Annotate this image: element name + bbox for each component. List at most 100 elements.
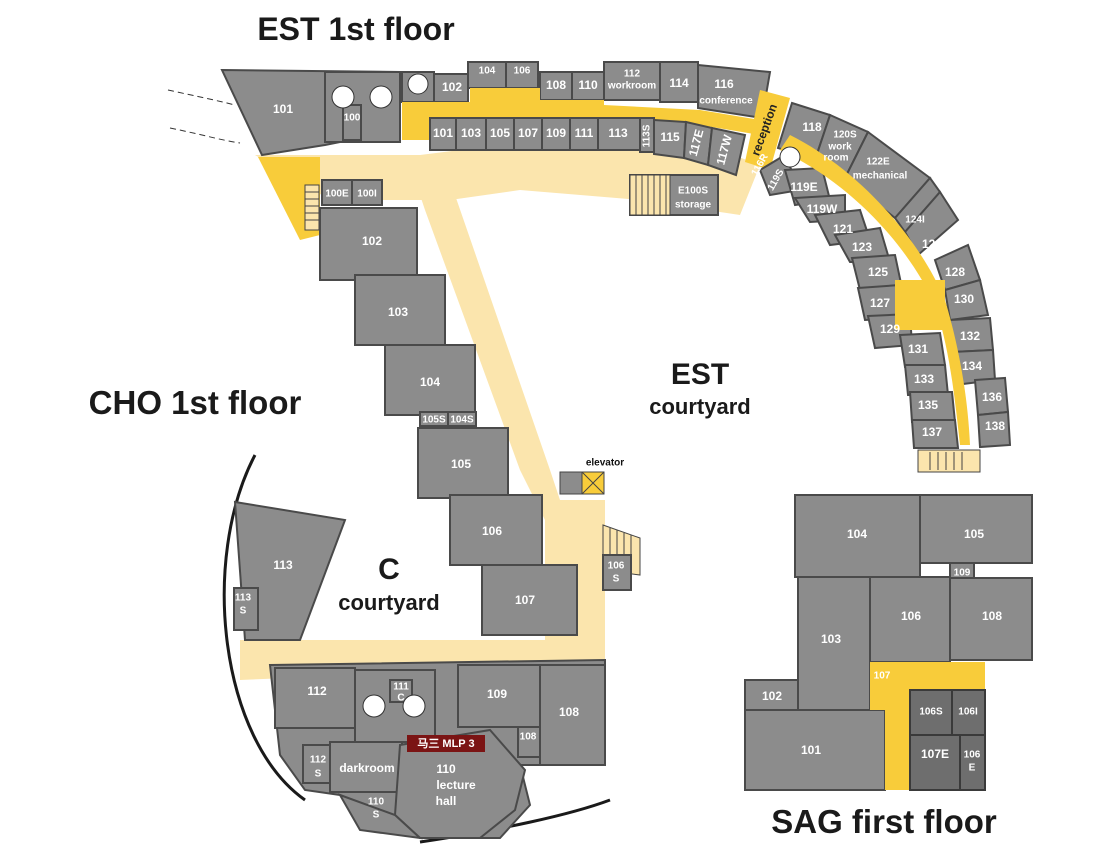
label: 134 (962, 359, 982, 373)
restroom-family-icon (407, 73, 429, 95)
label: 112 (307, 684, 327, 698)
sag-room-107e[interactable] (909, 734, 961, 791)
label: 101 (433, 126, 453, 140)
label: 102 (762, 689, 782, 703)
est-room-108[interactable] (539, 71, 573, 101)
label: work (827, 142, 852, 153)
cho-room-109[interactable] (457, 664, 541, 728)
cho-room-107[interactable] (481, 564, 578, 636)
cho-room-108[interactable] (539, 664, 606, 766)
sag-room-105[interactable] (919, 494, 1033, 564)
c-courtyard-label-1: C (378, 553, 400, 586)
cho-restroom-men-icon (362, 694, 386, 718)
sag-room-108[interactable] (949, 577, 1033, 661)
label: 105 (964, 527, 984, 541)
label: 109 (487, 687, 507, 701)
est-room-109[interactable] (541, 117, 571, 151)
label: 108 (982, 609, 1002, 623)
cho-room-112s[interactable] (302, 744, 334, 784)
label: 113 (235, 593, 252, 604)
label: C (397, 693, 404, 704)
label: 130 (954, 292, 974, 306)
cho-room-113s[interactable] (233, 587, 259, 631)
est-room-106[interactable] (505, 61, 539, 89)
est-reception-area[interactable] (745, 90, 790, 170)
path-line-1 (167, 89, 236, 106)
label: 106I (958, 707, 978, 718)
label: 110 (436, 762, 456, 776)
label: 108 (559, 705, 579, 719)
cho-room-111c[interactable] (389, 679, 413, 703)
label: lecture (436, 778, 476, 792)
label: 113 (273, 558, 293, 572)
label: 121 (833, 222, 853, 236)
label: 111 (575, 126, 594, 140)
label: 116 (714, 77, 734, 91)
est-room-117w[interactable] (706, 126, 747, 177)
label: 107 (518, 126, 538, 140)
cho-room-108-small[interactable] (517, 726, 541, 758)
sag-floor-title: SAG first floor (771, 803, 997, 840)
label: 136 (982, 390, 1002, 404)
est-storage-stairs (629, 174, 671, 216)
cho-room-105[interactable] (417, 427, 509, 499)
label: 100I (357, 189, 377, 200)
est-room-100i[interactable] (351, 179, 383, 206)
aed-heart-icon (779, 146, 801, 168)
label: storage (675, 200, 712, 211)
restroom-women-icon (369, 85, 393, 109)
label: 117E (686, 128, 707, 158)
label: 109 (954, 568, 971, 579)
cho-room-104[interactable] (384, 344, 476, 416)
sag-room-106s[interactable] (909, 689, 953, 736)
label: S (613, 574, 620, 585)
est-room-111[interactable] (569, 117, 599, 151)
est-top-corridor (402, 88, 760, 140)
cho-room-106s[interactable] (602, 554, 632, 591)
sag-room-106e[interactable] (959, 734, 986, 791)
sag-room-101[interactable] (744, 709, 886, 791)
label: 102 (362, 234, 382, 248)
label: 106 (901, 609, 921, 623)
cho-room-112[interactable] (274, 667, 356, 729)
est-room-138[interactable] (976, 410, 1012, 449)
label: 123 (852, 240, 872, 254)
label: 128 (945, 265, 965, 279)
est-room-137[interactable] (910, 419, 960, 449)
label: 110 (578, 78, 598, 92)
label: 109 (546, 126, 566, 140)
est-room-130[interactable] (943, 278, 990, 322)
label: 137 (922, 425, 942, 439)
sag-corridor (870, 662, 985, 790)
label: S (373, 810, 380, 821)
cho-restroom-women-icon (402, 694, 426, 718)
cho-room-104s[interactable] (447, 411, 477, 427)
sag-room-103[interactable] (797, 576, 871, 713)
cho-room-103[interactable] (354, 274, 446, 346)
label: 118 (802, 120, 822, 134)
label: 106 (964, 750, 981, 761)
mlp-badge (407, 735, 485, 752)
est-arc-stairs (917, 449, 981, 473)
est-restroom-block[interactable] (324, 71, 401, 143)
est-room-104[interactable] (467, 61, 507, 89)
est-room-114[interactable] (659, 61, 699, 103)
est-floor-title: EST 1st floor (257, 11, 454, 47)
label: 113S (642, 124, 653, 147)
label: 104S (450, 415, 474, 426)
label: workroom (607, 81, 656, 92)
cho-room-106[interactable] (449, 494, 543, 566)
label: 104 (847, 527, 867, 541)
label: 120S (833, 130, 857, 141)
label: 108 (546, 78, 566, 92)
c-courtyard-label-2: courtyard (338, 590, 439, 615)
label: 124I (905, 215, 925, 226)
label: 115 (660, 130, 680, 144)
label: 106S (919, 707, 943, 718)
est-room-100[interactable] (342, 104, 362, 141)
label: 131 (908, 342, 928, 356)
label: 102 (442, 80, 462, 94)
label: 133 (914, 372, 934, 386)
label: 104 (420, 375, 440, 389)
cho-room-110s[interactable] (337, 793, 424, 840)
